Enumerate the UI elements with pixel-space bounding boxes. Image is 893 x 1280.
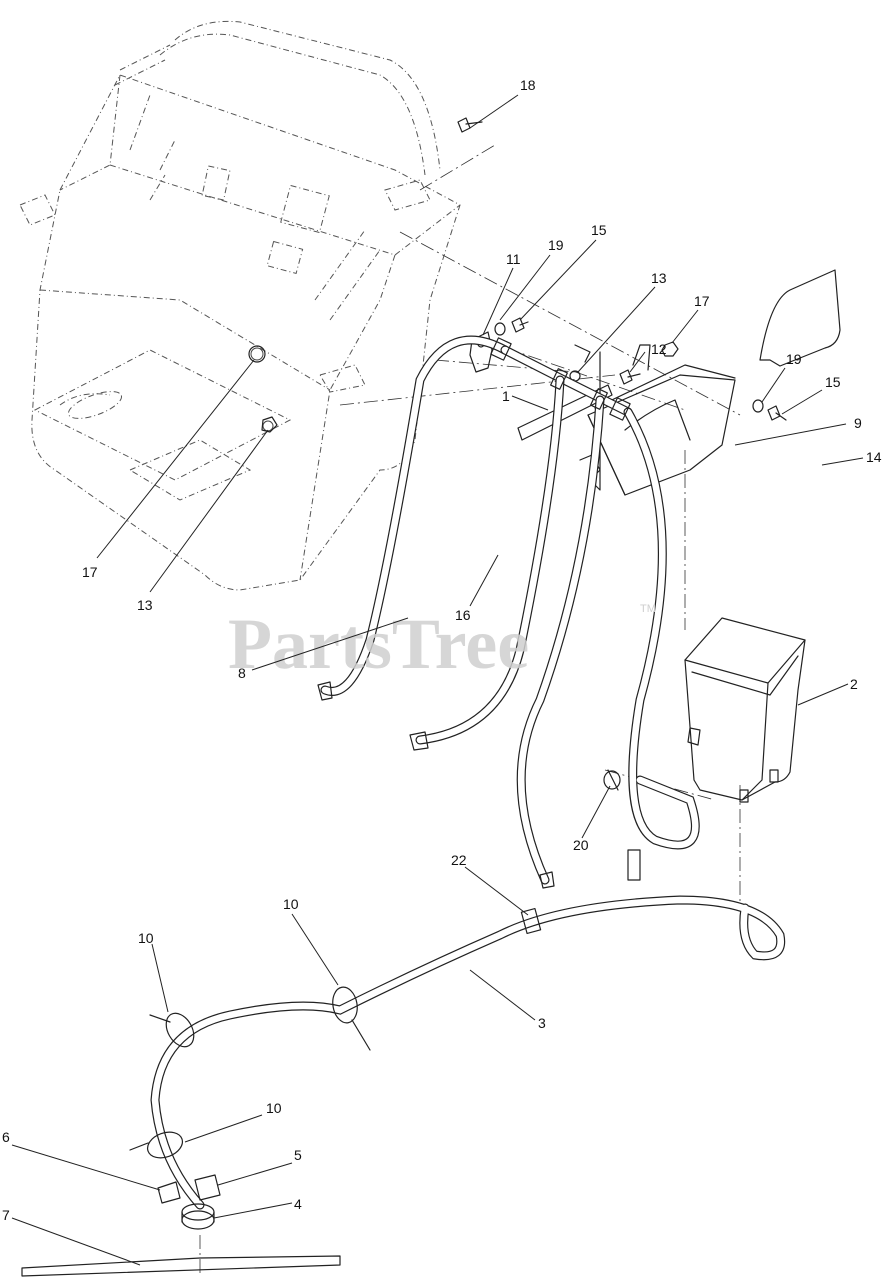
part-6-clamp (157, 1181, 181, 1204)
callout-20: 20 (573, 837, 589, 853)
callout-2: 2 (850, 676, 858, 692)
callout-18: 18 (520, 77, 536, 93)
part-12-bolt (619, 369, 641, 385)
watermark-text: PartsTree (228, 604, 529, 684)
part-15-screw-upper (511, 317, 529, 333)
callout-10-a: 10 (138, 930, 154, 946)
watermark: PartsTree TM (228, 603, 656, 684)
callout-6: 6 (2, 1129, 10, 1145)
callout-10-c: 10 (266, 1100, 282, 1116)
part-2-canister (684, 617, 806, 803)
callout-11: 11 (506, 251, 521, 267)
callout-labels: 18 11 19 15 13 17 19 15 1 9 14 12 16 17 … (2, 77, 882, 1223)
callout-10-b: 10 (283, 896, 299, 912)
callout-19-upper: 19 (548, 237, 564, 253)
callout-5: 5 (294, 1147, 302, 1163)
part-17-nut-lower (248, 345, 266, 363)
part-7-strip (21, 1255, 341, 1277)
part-10-tie-a (149, 1012, 195, 1048)
part-18-bolt (457, 117, 483, 133)
callout-19-lower: 19 (786, 351, 802, 367)
part-4-valve (181, 1203, 215, 1230)
callout-14: 14 (866, 449, 882, 465)
part-5-fitting (194, 1174, 221, 1201)
part-10-tie-c (129, 1131, 184, 1159)
part-3-hose (150, 895, 786, 1210)
callout-16: 16 (455, 607, 471, 623)
callout-3: 3 (538, 1015, 546, 1031)
callout-7: 7 (2, 1207, 10, 1223)
callout-1: 1 (502, 388, 510, 404)
callout-8: 8 (238, 665, 246, 681)
callout-9: 9 (854, 415, 862, 431)
part-15-screw-lower (767, 405, 787, 421)
callout-15-lower: 15 (825, 374, 841, 390)
watermark-trademark: TM (640, 603, 656, 615)
callout-13-upper: 13 (651, 270, 667, 286)
part-14-pad (759, 269, 841, 367)
part-10-tie-b (332, 986, 371, 1051)
callout-17-lower: 17 (82, 564, 98, 580)
frame-assembly (19, 20, 461, 591)
part-1-strap (517, 384, 613, 441)
part-22-clamp (520, 907, 542, 935)
callout-22: 22 (451, 852, 467, 868)
callout-12: 12 (651, 341, 667, 357)
part-19-washer-lower (752, 399, 764, 413)
part-20-clamp (603, 769, 621, 791)
leader-lines (11, 94, 864, 1266)
callout-4: 4 (294, 1196, 302, 1212)
callout-15-upper: 15 (591, 222, 607, 238)
part-19-washer-upper (494, 322, 506, 336)
callout-17-upper: 17 (694, 293, 710, 309)
part-13-nut-lower (261, 416, 278, 433)
callout-13-lower: 13 (137, 597, 153, 613)
part-8-hose-assembly (317, 335, 700, 889)
